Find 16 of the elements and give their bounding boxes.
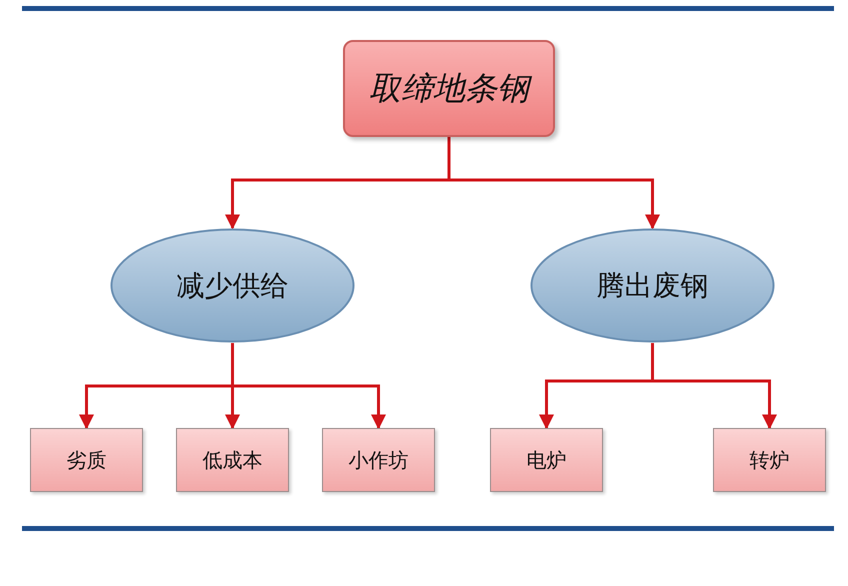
connector-arrow: [448, 137, 660, 230]
item-box: [490, 428, 603, 492]
node-label: 减少供给: [176, 268, 288, 304]
title-box: [343, 40, 555, 137]
node-label: 腾出废钢: [596, 268, 708, 304]
node-label: 电炉: [526, 446, 566, 474]
category-ellipse: [530, 228, 775, 343]
item-box: [30, 428, 143, 492]
category-ellipse: [110, 228, 355, 343]
item-box: [322, 428, 435, 492]
node-label: 转炉: [750, 446, 790, 474]
node-label: 小作坊: [348, 446, 408, 474]
node-label: 低成本: [202, 446, 262, 474]
item-box: [713, 428, 826, 492]
node-label: 劣质: [66, 446, 106, 474]
item-box: [176, 428, 289, 492]
